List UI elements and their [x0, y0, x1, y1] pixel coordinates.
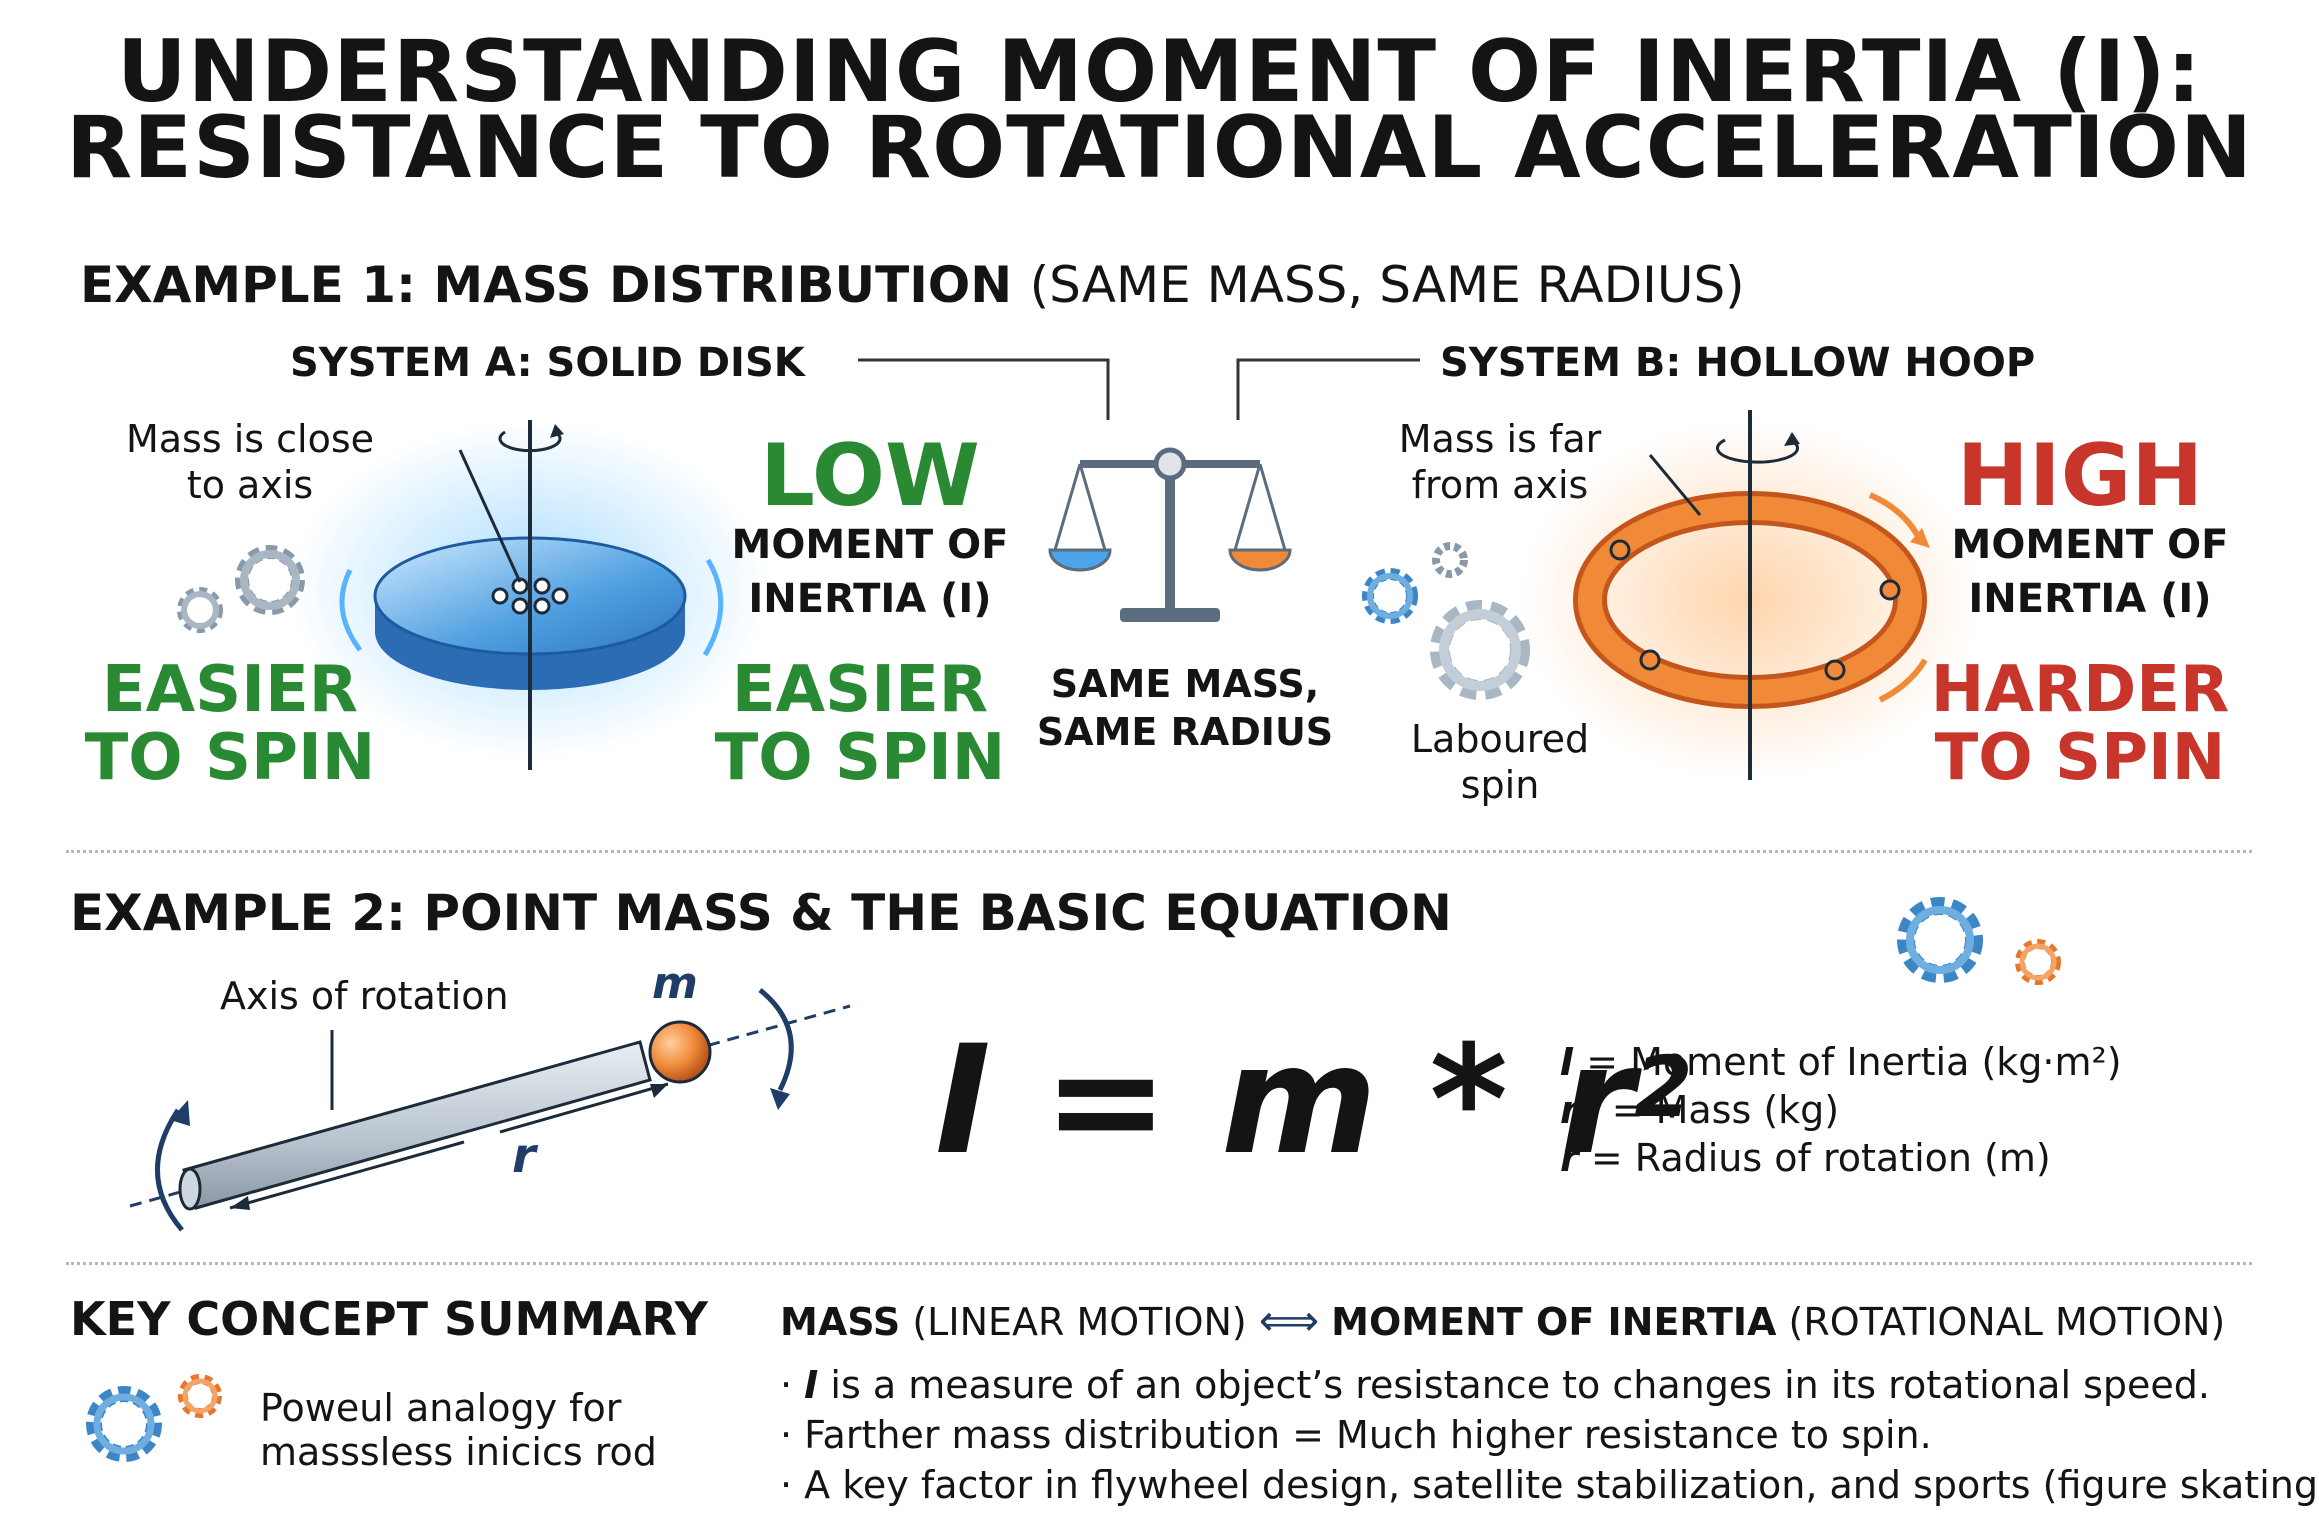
disk-easier-line-2: TO SPIN — [84, 721, 376, 795]
gear-icon — [177, 545, 305, 633]
summary-bullet-3-text: A key factor in flywheel design, satelli… — [804, 1463, 2319, 1507]
summary-bullet-3: · A key factor in flywheel design, satel… — [780, 1460, 2319, 1510]
legend-item-r: r = Radius of rotation (m) — [1560, 1134, 2122, 1182]
point-mass-rod-illustration — [129, 988, 851, 1232]
moi-light: (ROTATIONAL MOTION) — [1788, 1300, 2226, 1344]
moment-of-inertia-equation: I = m * r2 — [935, 1014, 1693, 1188]
legend-text-m: = Mass (kg) — [1599, 1088, 1840, 1132]
gear-icon — [1897, 897, 2061, 985]
summary-bullet-1: · I is a measure of an object’s resistan… — [780, 1363, 2210, 1407]
legend-symbol-m: m — [1560, 1088, 1600, 1132]
laboured-line-2: spin — [1460, 763, 1540, 807]
system-a-label: SYSTEM A: SOLID DISK — [290, 340, 805, 386]
legend-item-i: I = Moment of Inertia (kg·m²) — [1560, 1038, 2122, 1086]
harder-line-1: HARDER — [1930, 653, 2230, 727]
mass-label: m — [652, 958, 698, 1009]
mass-bold: MASS — [780, 1300, 901, 1344]
summary-bullet-2: · Farther mass distribution = Much highe… — [780, 1413, 1932, 1457]
hoop-annotation-line-1: Mass is far — [1398, 417, 1602, 461]
rotation-arrow-icon — [1716, 438, 1799, 464]
analogy-line-1: Poweul analogy for — [260, 1386, 622, 1430]
high-moi-line-2: INERTIA (I) — [1968, 576, 2212, 622]
low-easier-line-1: EASIER — [731, 653, 989, 727]
balance-caption: SAME MASS, SAME RADIUS — [1020, 660, 1350, 756]
summary-heading: KEY CONCEPT SUMMARY — [70, 1292, 708, 1346]
analogy-line-2: masssless inicics rod — [260, 1430, 657, 1474]
mass-light: (LINEAR MOTION) — [912, 1300, 1247, 1344]
balance-caption-line-1: SAME MASS, — [1050, 662, 1320, 706]
section-divider-2 — [66, 1262, 2252, 1265]
double-arrow-icon: ⟺ — [1258, 1296, 1320, 1345]
summary-bullet-2-text: Farther mass distribution = Much higher … — [804, 1413, 1932, 1457]
radius-label: r — [512, 1128, 536, 1184]
page-title-line-1: UNDERSTANDING MOMENT OF INERTIA (I): — [116, 22, 2203, 122]
legend-symbol-i: I — [1560, 1040, 1575, 1084]
legend-text-r: = Radius of rotation (m) — [1578, 1136, 2051, 1180]
solid-disk-illustration — [290, 420, 770, 770]
example-1-heading-light: (SAME MASS, SAME RADIUS) — [1029, 256, 1745, 314]
legend-item-m: m = Mass (kg) — [1560, 1086, 2122, 1134]
disk-easier-line-1: EASIER — [101, 653, 359, 727]
axis-of-rotation-label: Axis of rotation — [220, 974, 509, 1018]
laboured-line-1: Laboured — [1410, 717, 1590, 761]
disk-annotation: Mass is close to axis — [100, 416, 400, 508]
section-divider-1 — [66, 850, 2252, 853]
equation-body: I = m * r — [935, 1014, 1635, 1188]
hoop-annotation-line-2: from axis — [1411, 463, 1589, 507]
disk-annotation-line-1: Mass is close — [125, 417, 375, 461]
laboured-spin-label: Laboured spin — [1380, 716, 1620, 808]
high-moi-label: MOMENT OF INERTIA (I) — [1920, 518, 2260, 626]
legend-symbol-r: r — [1560, 1136, 1579, 1180]
gear-icon — [1362, 542, 1530, 700]
summary-bullet-1-lead: I — [804, 1363, 819, 1407]
equation-legend: I = Moment of Inertia (kg·m²) m = Mass (… — [1560, 1038, 2122, 1182]
mass-vs-moi-line: MASS (LINEAR MOTION) ⟺ MOMENT OF INERTIA… — [780, 1296, 2225, 1345]
harder-to-spin: HARDER TO SPIN — [1900, 656, 2260, 792]
low-moi-label: MOMENT OF INERTIA (I) — [700, 518, 1040, 626]
balance-caption-line-2: SAME RADIUS — [1036, 710, 1334, 754]
page-title-line-2: RESISTANCE TO ROTATIONAL ACCELERATION — [65, 98, 2254, 198]
system-b-label: SYSTEM B: HOLLOW HOOP — [1440, 340, 2036, 386]
disk-annotation-line-2: to axis — [186, 463, 314, 507]
summary-bullet-1-text: is a measure of an object’s resistance t… — [818, 1363, 2210, 1407]
summary-bullets: · I is a measure of an object’s resistan… — [780, 1360, 2319, 1510]
disk-easier-to-spin: EASIER TO SPIN — [80, 656, 380, 792]
example-1-heading: EXAMPLE 1: MASS DISTRIBUTION (SAME MASS,… — [80, 256, 1745, 314]
low-moi-line-2: INERTIA (I) — [748, 576, 992, 622]
rotation-arrow-icon — [498, 430, 562, 453]
low-label: LOW — [760, 426, 980, 526]
balance-scale-icon — [1048, 447, 1292, 622]
hollow-hoop-illustration — [1520, 410, 1980, 780]
legend-text-i: = Moment of Inertia (kg·m²) — [1574, 1040, 2122, 1084]
low-easier-line-2: TO SPIN — [714, 721, 1006, 795]
hoop-mass-points — [1609, 539, 1901, 681]
harder-line-2: TO SPIN — [1934, 721, 2226, 795]
moi-bold: MOMENT OF INERTIA — [1331, 1300, 1777, 1344]
high-moi-line-1: MOMENT OF — [1951, 522, 2229, 568]
example-2-heading: EXAMPLE 2: POINT MASS & THE BASIC EQUATI… — [70, 884, 1452, 942]
high-label: HIGH — [1956, 426, 2204, 526]
low-moi-line-1: MOMENT OF — [731, 522, 1009, 568]
gear-icon — [86, 1374, 222, 1462]
equation-exponent: 2 — [1634, 1038, 1693, 1136]
example-1-heading-bold: EXAMPLE 1: MASS DISTRIBUTION — [80, 256, 1013, 314]
low-easier-to-spin: EASIER TO SPIN — [690, 656, 1030, 792]
hoop-annotation: Mass is far from axis — [1360, 416, 1640, 508]
analogy-text: Poweul analogy for masssless inicics rod — [260, 1386, 657, 1474]
